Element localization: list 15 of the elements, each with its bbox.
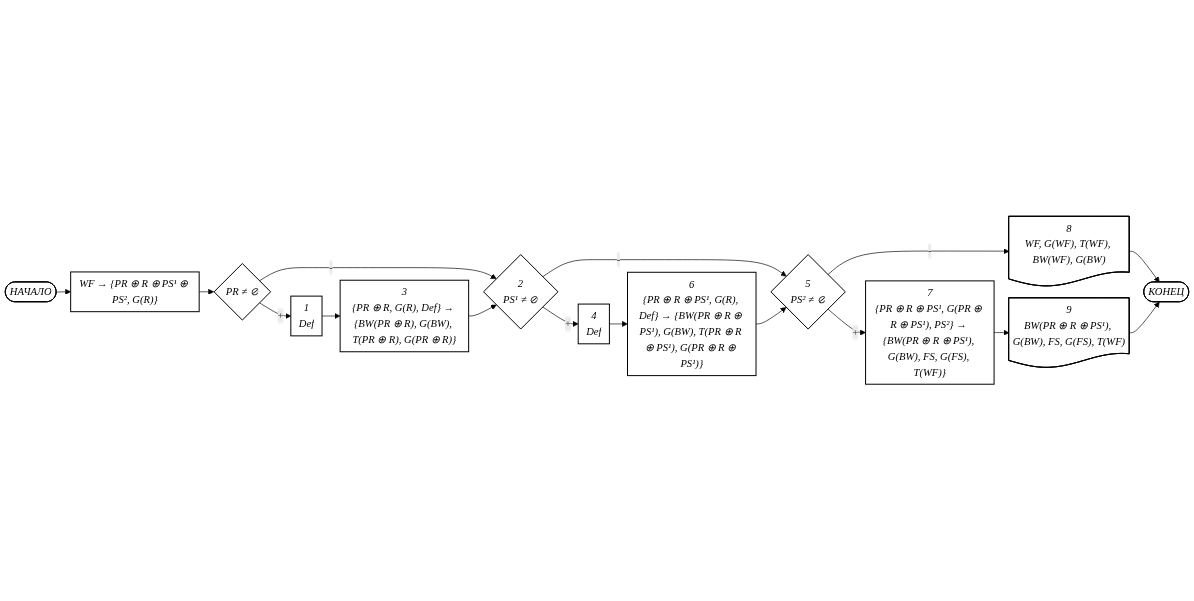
node-box: 6 {PR ⊕ R ⊕ PS¹, G(R), Def} → {BW(PR ⊕ R ⊕ PS¹), G(BW), T(PR ⊕ R ⊕ PS¹), G(PR ⊕ R ⊕ PS¹)} <box>627 272 757 377</box>
edge-label: + <box>564 318 571 330</box>
edge-label: - <box>928 245 932 257</box>
node-box: WF → {PR ⊕ R ⊕ PS¹ ⊕ PS², G(R)} <box>70 271 200 313</box>
node-box: 3 {PR ⊕ R, G(R), Def} → {BW(PR ⊕ R), G(BW), T(PR ⊕ R), G(PR ⊕ R)} <box>339 279 470 353</box>
node-diamond: 5 PS² ≠ ⊘ <box>770 254 846 330</box>
node-diamond: PR ≠ ⊘ <box>213 263 272 321</box>
node-box: 7 {PR ⊕ R ⊕ PS¹, G(PR ⊕ R ⊕ PS¹), PS²} → {BW(PR ⊕ R ⊕ PS¹), G(BW), FS, G(FS), T(WF)} <box>865 280 995 385</box>
node-diamond: 2 PS¹ ≠ ⊘ <box>483 254 559 330</box>
node-box: 4 Def <box>577 303 610 345</box>
edge-label: - <box>329 261 333 274</box>
edge-label: + <box>852 326 859 339</box>
node-box: 1 Def <box>290 295 323 337</box>
edge-label: + <box>277 310 284 322</box>
edge-label: - <box>616 253 621 266</box>
